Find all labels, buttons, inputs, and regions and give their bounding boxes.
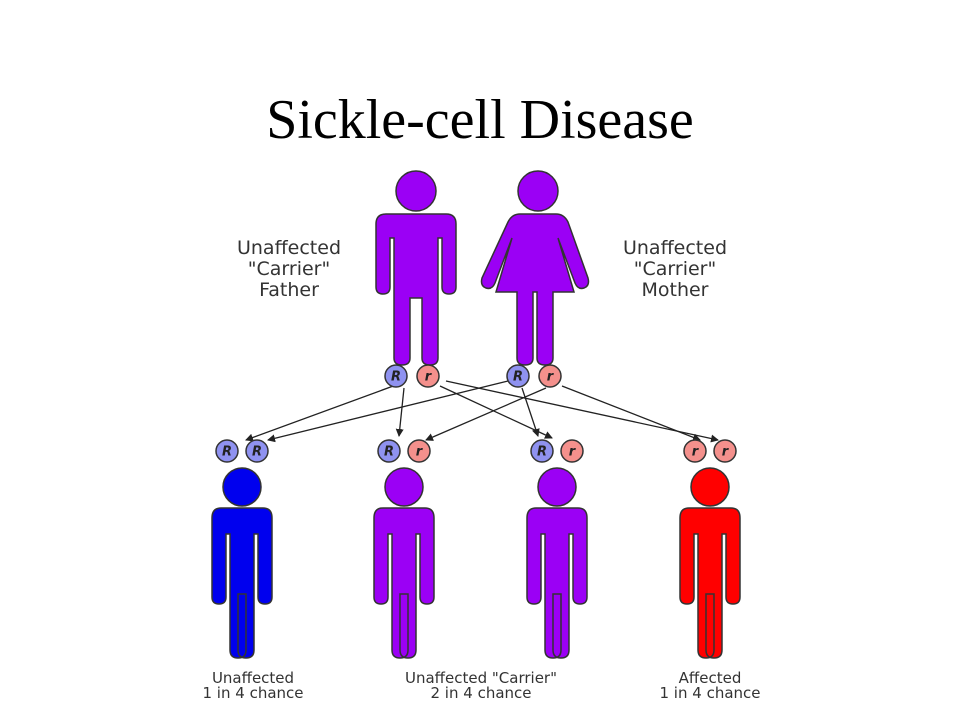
child-body — [679, 467, 741, 659]
allele-dominant: R — [384, 364, 408, 388]
father-label-line: Father — [259, 279, 319, 301]
allele-dominant: R — [377, 439, 401, 463]
allele-letter: r — [722, 445, 730, 460]
outcome-carrier-line2: 2 in 4 chance — [431, 684, 532, 702]
outcome-unaffected-line2: 1 in 4 chance — [203, 684, 304, 702]
father-label-line: "Carrier" — [248, 258, 330, 280]
arrow-mother-R-to-child3 — [521, 387, 540, 437]
outcome-labels: Unaffected 1 in 4 chance Unaffected "Car… — [203, 669, 761, 702]
arrow-father-R-to-child2 — [395, 387, 405, 437]
allele-dominant: R — [530, 439, 554, 463]
allele-letter: r — [692, 445, 700, 460]
outcome-affected-line2: 1 in 4 chance — [660, 684, 761, 702]
allele-letter: R — [513, 370, 523, 385]
allele-letter: r — [425, 370, 433, 385]
allele-letter: R — [384, 445, 394, 460]
arrow-mother-r-to-child2 — [425, 387, 547, 441]
allele-letter: r — [569, 445, 577, 460]
mother-label-line: Unaffected — [623, 237, 727, 259]
child-body — [211, 467, 273, 659]
outcome-unaffected-line1: Unaffected — [212, 669, 294, 687]
slide-title: Sickle-cell Disease — [266, 89, 694, 151]
mother-label-line: "Carrier" — [634, 258, 716, 280]
allele-letter: R — [222, 445, 232, 460]
mother-label: Unaffected "Carrier" Mother — [623, 237, 727, 301]
outcome-carrier-line1: Unaffected "Carrier" — [405, 669, 557, 687]
allele-dominant: R — [245, 439, 269, 463]
father-label: Unaffected "Carrier" Father — [237, 237, 341, 301]
allele-recessive: r — [683, 439, 707, 463]
allele-letter: r — [547, 370, 555, 385]
outcome-affected-line1: Affected — [679, 669, 742, 687]
arrow-mother-r-to-child4 — [561, 385, 701, 442]
allele-recessive: r — [560, 439, 584, 463]
allele-dominant: R — [506, 364, 530, 388]
mother-figure — [480, 170, 590, 366]
allele-letter: R — [252, 445, 262, 460]
allele-dominant: R — [215, 439, 239, 463]
father-figure — [375, 170, 457, 366]
allele-recessive: r — [538, 364, 562, 388]
child-body — [373, 467, 435, 659]
father-label-line: Unaffected — [237, 237, 341, 259]
allele-letter: R — [537, 445, 547, 460]
allele-letter: r — [416, 445, 424, 460]
arrow-father-r-to-child4 — [445, 380, 719, 443]
allele-recessive: r — [407, 439, 431, 463]
child-body — [526, 467, 588, 659]
allele-letter: R — [391, 370, 401, 385]
arrow-mother-R-to-child1 — [267, 380, 509, 443]
allele-recessive: r — [713, 439, 737, 463]
allele-recessive: r — [416, 364, 440, 388]
inheritance-arrows — [245, 380, 719, 443]
mother-label-line: Mother — [641, 279, 708, 301]
arrow-father-R-to-child1 — [245, 384, 397, 442]
